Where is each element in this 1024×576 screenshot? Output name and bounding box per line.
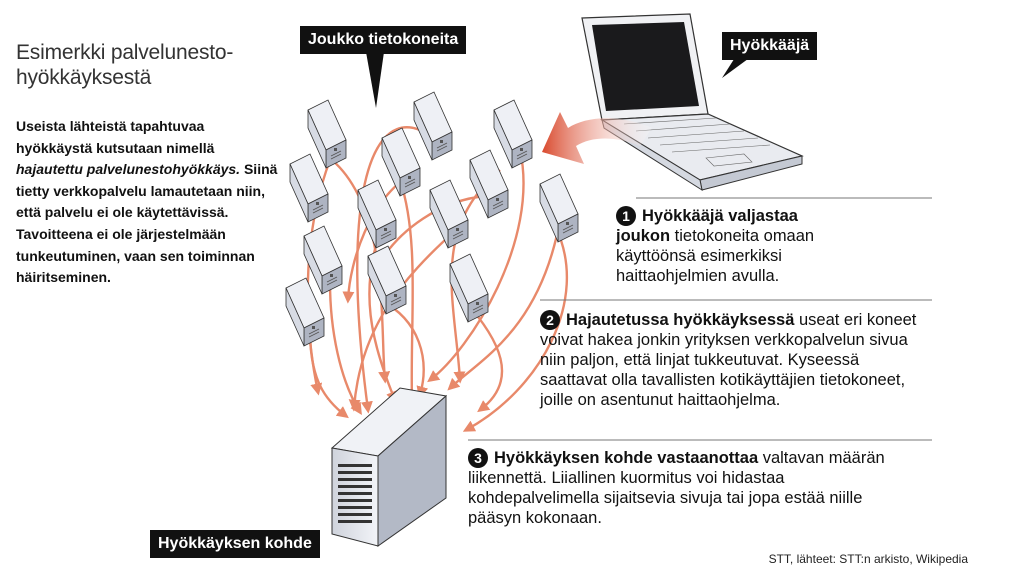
group-label: Joukko tietokoneita <box>300 26 467 54</box>
source-credit: STT, lähteet: STT:n arkisto, Wikipedia <box>768 552 968 566</box>
computer-tower-icon <box>429 179 469 249</box>
server-icon <box>330 387 448 547</box>
intro-part1: Useista lähteistä tapahtuvaa hyökkäystä … <box>16 118 215 156</box>
page-title: Esimerkki palvelunesto-hyökkäyksestä <box>16 41 234 89</box>
computer-tower-icon <box>303 225 343 295</box>
traffic-arrows <box>306 126 569 432</box>
intro-part2: Siinä tietty verkkopalvelu lamautetaan n… <box>16 161 278 286</box>
step-number-badge: 3 <box>468 448 488 468</box>
intro-italic: hajautettu palvelunestohyökkäys. <box>16 161 241 178</box>
step-2: 2 Hajautetussa hyökkäyksessä useat eri ko… <box>540 310 930 410</box>
intro-text: Useista lähteistä tapahtuvaa hyökkäystä … <box>16 116 278 289</box>
computer-tower-icon <box>413 91 453 161</box>
attacker-label: Hyökkääjä <box>722 32 818 60</box>
step-number-badge: 1 <box>616 206 636 226</box>
step-2-text: useat eri koneet voivat hakea jonkin yri… <box>540 311 917 409</box>
computer-tower-icon <box>493 99 533 169</box>
computer-tower-icon <box>285 277 325 347</box>
target-label: Hyökkäyksen kohde <box>150 530 320 558</box>
arrow-icon <box>447 219 562 391</box>
step-3-bold: Hyökkäyksen kohde vastaanottaa <box>494 449 759 467</box>
step-number-badge: 2 <box>540 310 560 330</box>
step-1-bold: Hyökkääjä valjastaa joukon <box>616 207 798 245</box>
attack-arrow-icon <box>542 112 652 164</box>
arrow-icon <box>462 227 569 432</box>
step-1-text: tietokoneita omaan käyttöönsä esimerkiks… <box>616 227 815 285</box>
arrow-icon <box>427 149 525 383</box>
computer-tower-icon <box>307 99 347 169</box>
arrow-icon <box>328 281 362 416</box>
arrow-icon <box>308 329 349 419</box>
computer-tower-icon <box>367 245 407 315</box>
arrow-icon <box>398 179 418 404</box>
computer-tower-icon <box>381 127 421 197</box>
computer-tower-icon <box>539 173 579 243</box>
laptop-icon <box>581 13 804 192</box>
computer-tower-icon <box>289 153 329 223</box>
arrow-icon <box>368 231 398 404</box>
step-3-text: valtavan määrän liikennettä. Liiallinen … <box>468 449 885 527</box>
step-3: 3 Hyökkäyksen kohde vastaanottaa valtavan… <box>468 448 918 528</box>
computer-tower-icon <box>449 253 489 323</box>
computer-tower-icon <box>469 149 509 219</box>
step-2-bold: Hajautetussa hyökkäyksessä <box>566 311 795 329</box>
